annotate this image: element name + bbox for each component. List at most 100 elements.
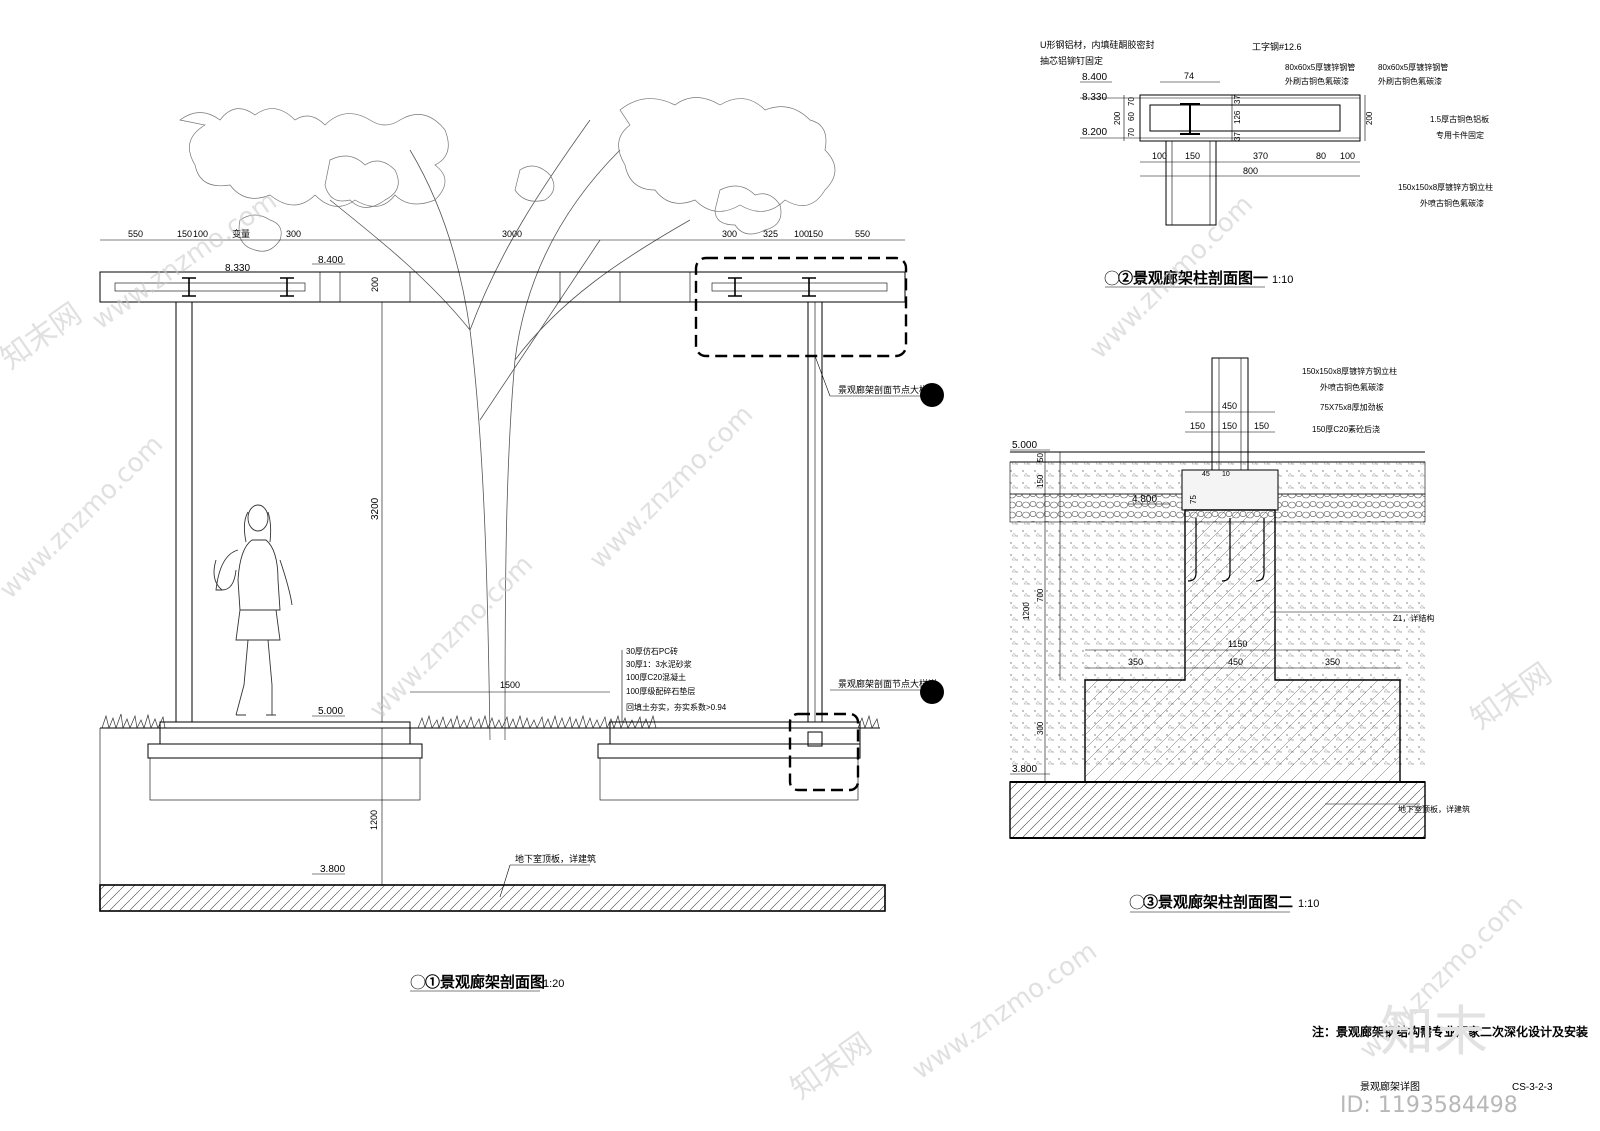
layers1-text: 30厚仿石PC砖	[626, 646, 678, 656]
dims-right: 37 126 37	[1233, 95, 1242, 141]
note-rivet: 抽芯铝铆钉固定	[1040, 55, 1103, 66]
callout-node-1: 景观廊架剖面节点大样详	[838, 384, 937, 395]
note-tube1-b: 外刷古铜色氟碳漆	[1285, 76, 1349, 86]
dim-45: 45	[1202, 471, 1210, 478]
s3-basement-slab	[1009, 781, 1426, 839]
dims2b-text: 80	[1316, 151, 1326, 161]
note-column-b: 外喷古铜色氟碳漆	[1420, 198, 1484, 208]
anchor-bolts	[1187, 518, 1265, 582]
note-plate-a: 1.5厚古铜色铝板	[1430, 114, 1489, 124]
dim-depth: 1200	[369, 810, 379, 830]
section-2-scale: 1:10	[1272, 274, 1293, 286]
note-ibeam: 工字钢#12.6	[1252, 41, 1302, 52]
dims2l-text: 70	[1127, 97, 1136, 106]
watermark-cn-2: 知末网	[1465, 656, 1559, 736]
dim-74: 74	[1184, 71, 1194, 81]
dims3t-text: 150	[1190, 421, 1205, 431]
note-tube2-b: 外刷古铜色氟碳漆	[1378, 76, 1442, 86]
section-1-scale: 1:20	[543, 978, 564, 990]
canopy-beam	[99, 271, 906, 303]
dims1-text: 550	[128, 229, 143, 239]
dims3v-text: 50	[1036, 453, 1045, 462]
watermark-url-6: www.znzmo.com	[907, 936, 1103, 1086]
s3-note-stiffener: 75X75x8厚加劲板	[1320, 402, 1384, 412]
section-2-title: ②景观廊架柱剖面图一	[1118, 269, 1268, 287]
watermark-cn-3: 知末网	[785, 1026, 879, 1106]
steel-column-top	[1165, 140, 1217, 226]
dims1-text: 3000	[502, 229, 522, 239]
dims3v-text: 1200	[1022, 602, 1031, 620]
dims1-text: 300	[722, 229, 737, 239]
watermark-url-4: www.znzmo.com	[584, 400, 759, 575]
dims3v-text: 150	[1036, 474, 1045, 488]
elevation-ground: 5.000	[318, 706, 343, 717]
section-3-scale: 1:10	[1298, 898, 1319, 910]
dims3m-text: 350	[1325, 657, 1340, 667]
dim-75: 75	[1189, 495, 1198, 504]
dim-beam-height: 200	[370, 277, 380, 292]
dims2l-text: 70	[1127, 128, 1136, 137]
dims2b-text: 100	[1152, 151, 1167, 161]
dims1-text: 变量	[232, 228, 250, 239]
dims3t-text: 150	[1254, 421, 1269, 431]
dims1-text: 150	[177, 229, 192, 239]
left-post	[175, 301, 193, 723]
s3-note-concrete: 150厚C20素砼后浇	[1312, 424, 1380, 434]
note-u-channel: U形钢铝材，内填硅酮胶密封	[1040, 39, 1155, 50]
dims-mid: 350 450 350	[1128, 657, 1340, 667]
note-column-a: 150x150x8厚镀锌方钢立柱	[1398, 182, 1493, 192]
dims2r-text: 37	[1233, 95, 1242, 104]
dims3m-text: 450	[1228, 657, 1243, 667]
watermark-cn-1: 知末网	[0, 296, 88, 376]
dims1-text: 325	[763, 229, 778, 239]
elevation-slab: 3.800	[320, 864, 345, 875]
layers1-text: 100厚级配碎石垫层	[626, 686, 695, 696]
s3-note-column-a: 150x150x8厚镀锌方钢立柱	[1302, 366, 1397, 376]
tree-illustration	[179, 97, 836, 741]
note-plate-b: 专用卡件固定	[1436, 130, 1484, 140]
watermark-url-3: www.znzmo.com	[364, 550, 539, 725]
human-figure	[213, 504, 293, 716]
dims2r-text: 37	[1233, 132, 1242, 141]
note-tube2-a: 80x60x5厚镀锌钢管	[1378, 62, 1448, 72]
sheet-name: 景观廊架详图	[1360, 1080, 1420, 1093]
dim-200-left: 200	[1113, 111, 1122, 125]
section-3-title: ③景观廊架柱剖面图二	[1143, 893, 1293, 911]
dim-bed: 1500	[500, 680, 520, 690]
dims2b-text: 100	[1340, 151, 1355, 161]
dim-450-top: 450	[1222, 401, 1237, 411]
dims2b-text: 370	[1253, 151, 1268, 161]
dims3v-text: 700	[1036, 588, 1045, 602]
sheet-number: CS-3-2-3	[1512, 1082, 1553, 1093]
elev-8330: 8.330	[1082, 92, 1107, 103]
watermark-url-2: www.znzmo.com	[0, 430, 169, 605]
s3-elev-top: 5.000	[1012, 440, 1037, 451]
section-1-title: ①景观廊架剖面图	[425, 973, 545, 991]
s3-note-column-b: 外喷古铜色氟碳漆	[1320, 382, 1384, 392]
watermark-brand: 知末	[1380, 1000, 1488, 1063]
dims1-text: 300	[286, 229, 301, 239]
dim-800: 800	[1243, 166, 1258, 176]
dim-height-3200: 3200	[370, 497, 381, 520]
footer-note: 注：景观廊架钢结构需专业厂家二次深化设计及安装	[1312, 1024, 1588, 1039]
elevation-beam-b: 8.400	[318, 255, 343, 266]
dim-1150: 1150	[1228, 639, 1247, 649]
callout-node-2: 景观廊架剖面节点大样详	[838, 678, 937, 689]
basement-slab	[99, 884, 886, 912]
grass-line	[101, 713, 880, 730]
watermark-url-1: www.znzmo.com	[87, 186, 283, 336]
slab-note: 地下室顶板，详建筑	[515, 853, 596, 864]
dims3m-text: 350	[1128, 657, 1143, 667]
dims1-text: 150	[808, 229, 823, 239]
layers1-text: 回填土夯实，夯实系数>0.94	[626, 702, 727, 712]
section-2-column-detail: U形钢铝材，内填硅酮胶密封 抽芯铝铆钉固定 工字钢#12.6 80x60x5厚镀…	[1040, 39, 1493, 288]
layers1-text: 30厚1：3水泥砂浆	[626, 659, 692, 669]
dims2r-text: 126	[1233, 110, 1242, 124]
